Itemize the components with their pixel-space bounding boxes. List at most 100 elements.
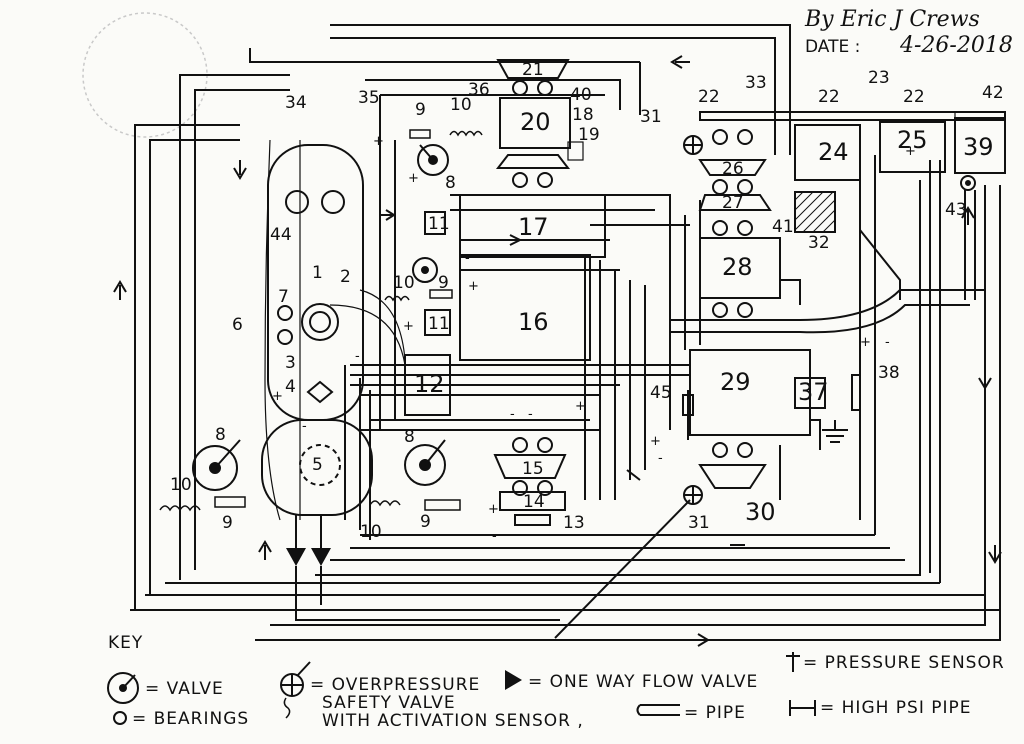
- label-11b: 11: [428, 314, 450, 334]
- valve-icon: [192, 439, 241, 491]
- component-boxes: [261, 97, 1006, 516]
- label-27: 27: [722, 193, 744, 213]
- label-23: 23: [868, 68, 890, 88]
- pipe-icon: [636, 704, 680, 716]
- key-valve-text: = VALVE: [145, 679, 224, 699]
- label-32: 32: [808, 233, 830, 253]
- label-9d: 9: [438, 273, 449, 293]
- key-pressure-text: = PRESSURE SENSOR: [803, 653, 1005, 673]
- turbines: [493, 59, 772, 526]
- label-45: 45: [650, 383, 672, 403]
- label-34: 34: [285, 93, 307, 113]
- bearings-icon: [277, 305, 293, 321]
- box-25: [879, 121, 946, 173]
- plus-sign: +: [488, 502, 499, 517]
- bearings-icon: [113, 711, 127, 725]
- turbine-21: [496, 59, 570, 79]
- key-oneway-text: = ONE WAY FLOW VALVE: [528, 672, 758, 692]
- label-4: 4: [285, 377, 296, 397]
- label-40: 40: [570, 85, 592, 105]
- label-6: 6: [232, 315, 243, 335]
- box-17: [459, 194, 606, 258]
- label-38: 38: [878, 363, 900, 383]
- bearing-group: [277, 80, 753, 496]
- label-12: 12: [414, 370, 445, 398]
- key-pipe-text: = PIPE: [684, 703, 746, 723]
- label-5: 5: [312, 455, 323, 475]
- label-31a: 31: [640, 107, 662, 127]
- bearings-icon: [512, 172, 528, 188]
- label-44: 44: [270, 225, 292, 245]
- tank-lower: [261, 419, 373, 516]
- box-19: [567, 141, 584, 161]
- check-valve-4-icon: [306, 380, 334, 404]
- polarity-marks: + + + + + + + + + + - - - - - - - -: [272, 134, 916, 544]
- label-14: 14: [523, 492, 545, 512]
- pipe-42: [954, 111, 1006, 121]
- minus-sign: -: [355, 349, 360, 364]
- box-37: [794, 377, 826, 409]
- box-16: [459, 254, 591, 361]
- bearings-icon: [512, 480, 528, 496]
- label-24: 24: [818, 138, 849, 166]
- solenoid-9b: [424, 499, 461, 511]
- key-bearings-text: = BEARINGS: [132, 709, 249, 729]
- plus-sign: +: [272, 389, 283, 404]
- block-13: [514, 514, 551, 526]
- box-39: [954, 117, 1006, 174]
- label-22a: 22: [698, 87, 720, 107]
- plus-sign: +: [373, 134, 384, 149]
- label-10b: 10: [360, 522, 382, 542]
- block-14: [499, 491, 566, 511]
- label-31b: 31: [688, 513, 710, 533]
- box-20: [499, 97, 571, 149]
- minus-sign: -: [302, 419, 307, 434]
- ground-symbol: [822, 420, 848, 443]
- label-33: 33: [745, 73, 767, 93]
- solenoid-9a: [214, 496, 246, 508]
- valve-icon: [301, 303, 339, 341]
- minus-sign: -: [658, 451, 663, 466]
- turbine-18: [495, 154, 571, 169]
- label-42: 42: [982, 83, 1004, 103]
- label-15: 15: [522, 459, 544, 479]
- pressure-sensor-icon: [786, 652, 800, 672]
- bearings-icon: [512, 437, 528, 453]
- overpressure-valve-icon: [683, 135, 703, 155]
- label-10a: 10: [170, 475, 192, 495]
- plus-sign: +: [403, 319, 414, 334]
- turbine-26: [698, 159, 767, 176]
- bearings-icon: [277, 329, 293, 345]
- plus-sign: +: [575, 399, 586, 414]
- plus-sign: +: [650, 434, 661, 449]
- box-11a: [424, 211, 446, 235]
- label-9c: 9: [415, 100, 426, 120]
- valve-icon: [404, 439, 446, 486]
- minus-sign: -: [528, 407, 533, 422]
- label-11a: 11: [428, 214, 450, 234]
- valve-group: [192, 135, 976, 505]
- label-18: 18: [572, 105, 594, 125]
- solenoid-9c: [409, 129, 431, 139]
- pump-5-icon: [299, 444, 341, 486]
- label-28: 28: [722, 253, 753, 281]
- label-35: 35: [358, 88, 380, 108]
- box-28: [699, 237, 781, 299]
- label-41: 41: [772, 217, 794, 237]
- label-22c: 22: [903, 87, 925, 107]
- label-13: 13: [563, 513, 585, 533]
- label-19: 19: [578, 125, 600, 145]
- label-8c: 8: [445, 173, 456, 193]
- label-8a: 8: [215, 425, 226, 445]
- box-12: [404, 354, 451, 416]
- valve-icon: [417, 144, 449, 176]
- label-10c: 10: [450, 95, 472, 115]
- flow-arrows: [113, 55, 1002, 647]
- gauge-38: [851, 374, 861, 411]
- label-8b: 8: [404, 427, 415, 447]
- valve-icon: [960, 175, 976, 191]
- box-32: [794, 191, 836, 233]
- spring-10a: [159, 505, 201, 512]
- box-24: [794, 124, 861, 181]
